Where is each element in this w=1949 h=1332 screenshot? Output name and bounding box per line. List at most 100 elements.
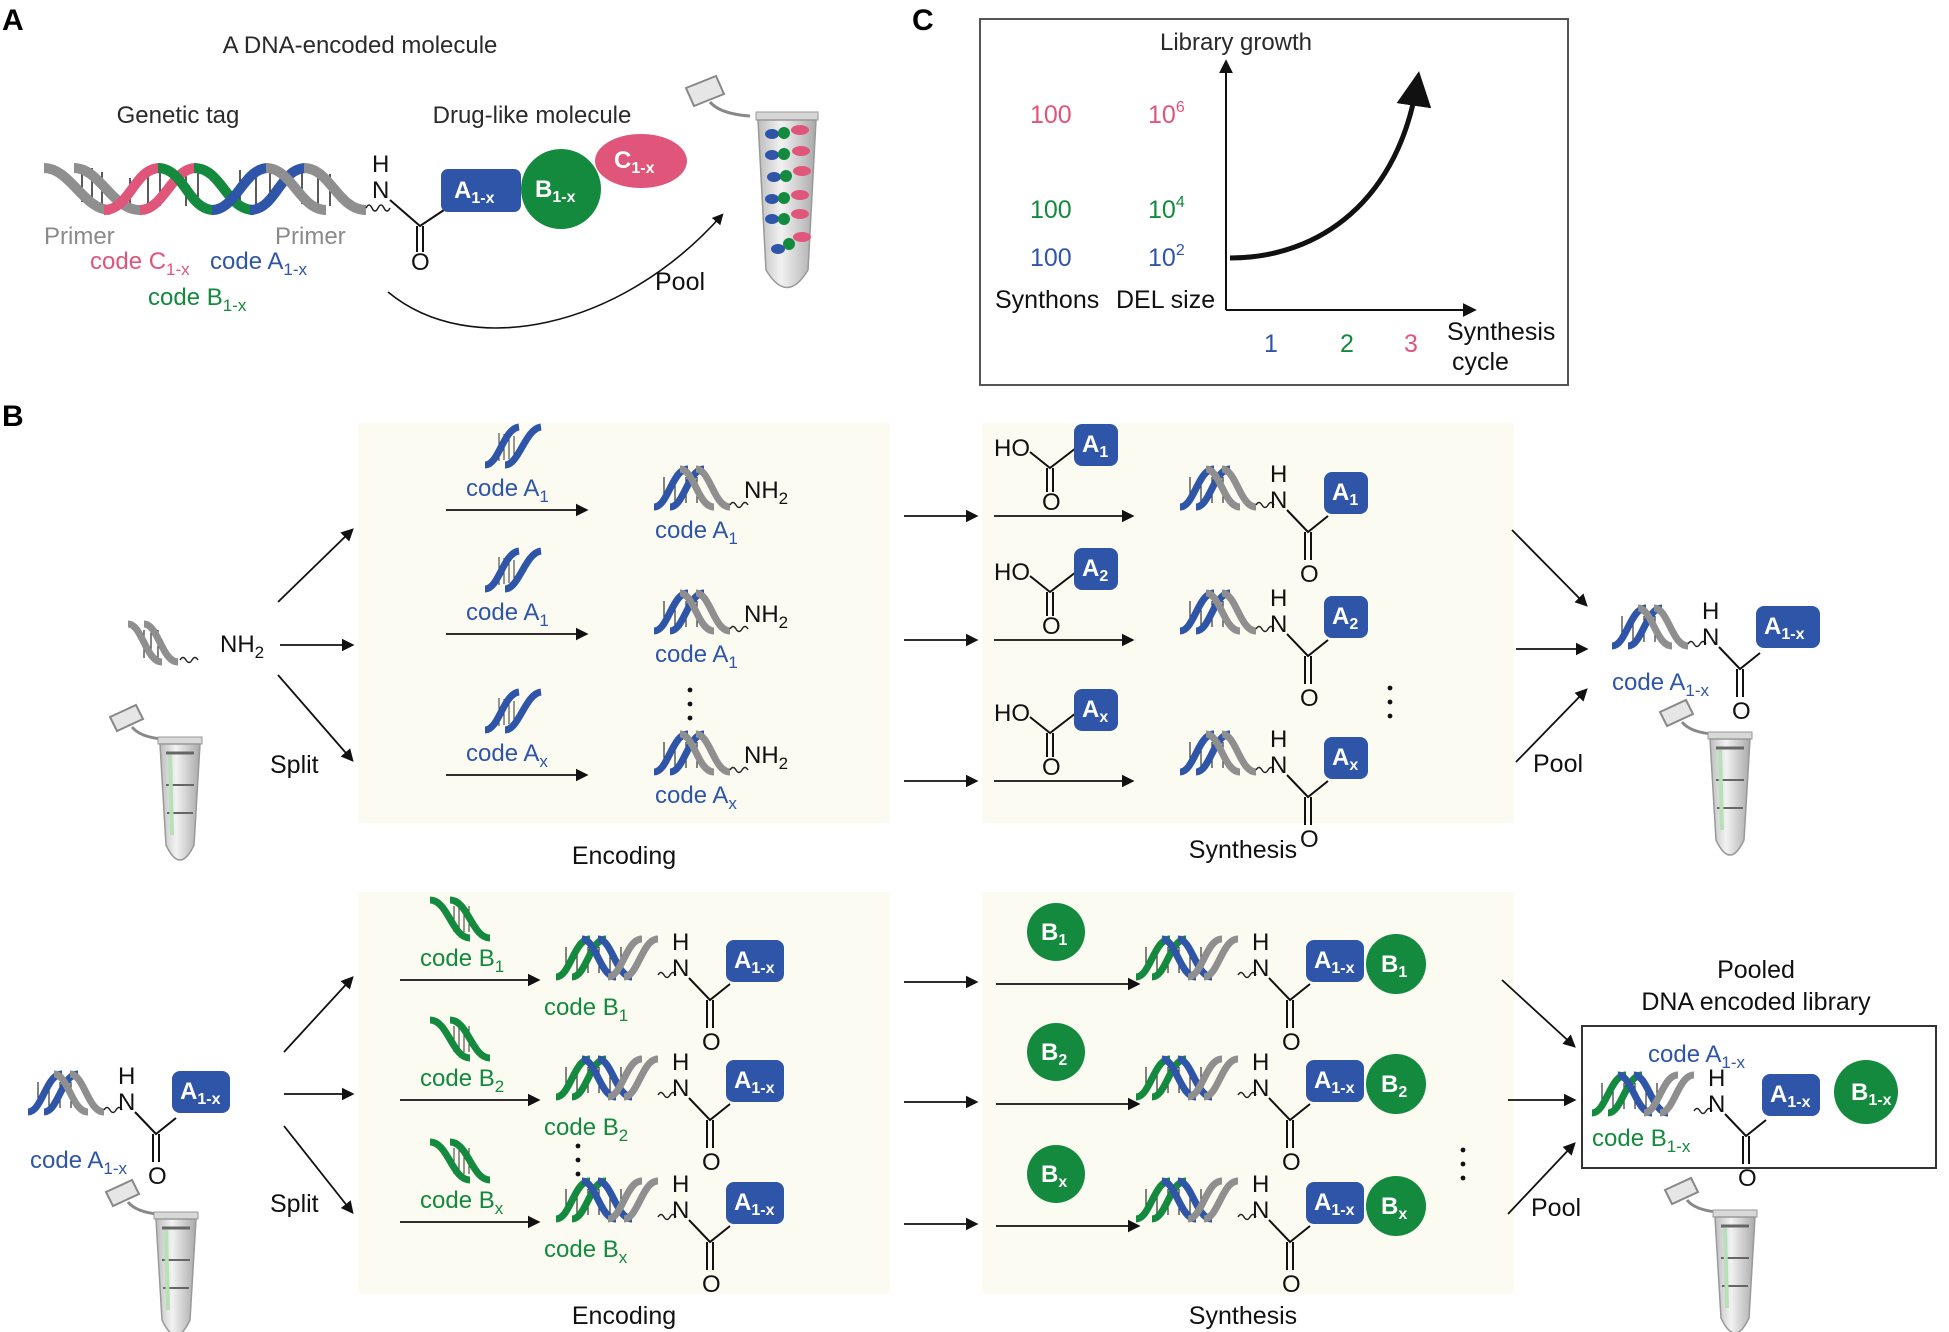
block-base: B — [1851, 1079, 1868, 1106]
strand — [1221, 589, 1257, 635]
atom-o: O — [702, 1149, 721, 1176]
pooled-library-dna-icon — [1591, 1071, 1713, 1117]
split-arrow-up-2 — [283, 976, 354, 1053]
tube-cap — [1658, 698, 1695, 728]
atom-o: O — [411, 249, 430, 276]
block-base: B — [1041, 919, 1058, 946]
atom-n: N — [1252, 1075, 1269, 1102]
acid-bond — [1029, 571, 1077, 594]
atom-n: N — [372, 177, 389, 204]
code-a-label: code A1-x — [210, 248, 308, 279]
encoded-block-a — [726, 940, 784, 982]
block-sub: 2 — [1398, 1084, 1407, 1101]
atom-h: H — [1708, 1065, 1725, 1092]
code-a-reagent-icon — [484, 547, 543, 593]
product-block-a — [1324, 596, 1368, 638]
reagent-code-label-base: code A — [466, 740, 539, 767]
tube-rim — [157, 736, 203, 745]
cycle-tick-1: 1 — [1264, 330, 1278, 358]
block-base: A — [1082, 555, 1099, 582]
reagent-code-label-sub: 1 — [539, 487, 548, 506]
tube-fluid — [1718, 749, 1724, 831]
linker — [729, 766, 749, 774]
del-size-value: 104 — [1148, 194, 1185, 224]
panel-a-letter: A — [2, 4, 24, 37]
strand — [449, 896, 491, 942]
strand — [1187, 1055, 1223, 1101]
ellipsis-dots — [1460, 1161, 1466, 1167]
product-block-b — [1366, 934, 1426, 994]
ellipsis-dots — [1387, 685, 1393, 691]
panel-a: A A DNA-encoded molecule Genetic tag Dru… — [2, 4, 819, 329]
amide-group: HNO — [1270, 585, 1329, 712]
strand — [127, 620, 163, 666]
product-code-label-base: code B — [544, 1236, 619, 1263]
tube-fluid — [164, 1229, 170, 1311]
block-sub: 1-x — [1331, 1080, 1354, 1097]
code-b-label: code B1-x — [148, 284, 247, 315]
strand — [679, 589, 715, 635]
atom-h: H — [1270, 461, 1287, 488]
product-code-label: code A1 — [655, 641, 738, 672]
amide-group: HNO — [1252, 929, 1311, 1056]
del-exp: 6 — [1176, 99, 1185, 116]
acid-o: O — [1042, 489, 1061, 516]
amine-base: NH — [744, 742, 779, 769]
tube-start-1-icon — [108, 703, 203, 861]
tube-fluid — [168, 754, 174, 836]
linker — [1237, 1213, 1257, 1221]
amide-linker: H N O — [372, 151, 445, 276]
pooled-code-label-base: code A — [1612, 669, 1685, 696]
linker — [1255, 625, 1275, 633]
product-block-a-label: A1-x — [1314, 1067, 1355, 1097]
start-code-label: code A1-x — [30, 1147, 128, 1178]
strand — [53, 1070, 89, 1116]
block-base: A — [1314, 947, 1331, 974]
primer-right-label: Primer — [275, 223, 346, 250]
atom-o: O — [1282, 1029, 1301, 1056]
ellipsis-dots — [1460, 1147, 1466, 1153]
ellipsis-dots — [575, 1157, 581, 1163]
ellipsis-dots — [1460, 1175, 1466, 1181]
start-block-a — [172, 1071, 230, 1113]
ellipsis-dots — [687, 701, 693, 707]
product-amine: NH2 — [744, 477, 788, 508]
pooled-block-b — [1834, 1060, 1898, 1124]
ellipsis-dots — [687, 687, 693, 693]
pooled-dna-icon — [1611, 604, 1707, 650]
encoded-dna-icon — [555, 935, 677, 981]
pooled-code-a-label-base: code A — [1648, 1041, 1721, 1068]
product-code-label-base: code B — [544, 994, 619, 1021]
encoding-label-2: Encoding — [572, 1302, 676, 1330]
atom-o: O — [1732, 698, 1751, 725]
strand — [623, 1055, 659, 1101]
del-size-header: DEL size — [1116, 286, 1215, 314]
product-code-label: code A1 — [655, 517, 738, 548]
block-sub: 1-x — [1781, 626, 1804, 643]
product-block-a — [1306, 1060, 1364, 1102]
linker — [1237, 971, 1257, 979]
acid-o: O — [1042, 613, 1061, 640]
block-sub: 1-x — [1868, 1092, 1891, 1109]
strand — [1659, 1071, 1695, 1117]
tube-body — [1714, 1216, 1756, 1332]
atom-n: N — [118, 1089, 135, 1116]
amide-group: HNO — [1270, 726, 1329, 853]
bond — [1286, 633, 1329, 658]
dna-genetic-tag-icon — [43, 163, 391, 215]
atom-h: H — [372, 151, 389, 178]
atom-h: H — [672, 1171, 689, 1198]
amine-base: NH — [744, 477, 779, 504]
tube-cap — [1663, 1176, 1700, 1206]
encoded-block-a-label: A1-x — [734, 1067, 775, 1097]
bond — [1286, 509, 1329, 534]
atom-o: O — [1300, 561, 1319, 588]
block-sub: 1 — [1398, 964, 1407, 981]
atom-o: O — [148, 1163, 167, 1190]
reagent-block-b — [1027, 1023, 1085, 1081]
building-block-a-label: A1-x — [454, 177, 495, 207]
amide-group: HNO — [672, 1049, 731, 1176]
reagent-code-label-base: code B — [420, 1187, 495, 1214]
panel-a-title: A DNA-encoded molecule — [223, 32, 498, 59]
